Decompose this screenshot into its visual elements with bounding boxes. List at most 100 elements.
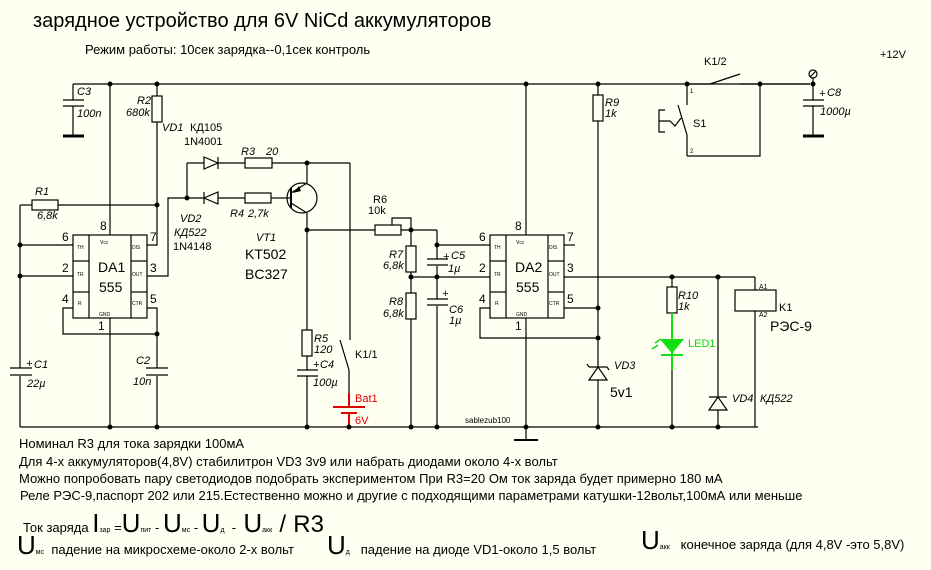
svg-text:DA1: DA1 (98, 259, 125, 275)
svg-text:2: 2 (690, 149, 694, 155)
note-line-1: Номинал R3 для тока зарядки 100мА (19, 436, 245, 451)
resistor-r9: R9 1k (592, 81, 619, 430)
resistor-r7: R7 6,8k (383, 245, 417, 273)
svg-text:20: 20 (265, 146, 279, 158)
svg-text:680k: 680k (126, 107, 150, 119)
svg-text:VT1: VT1 (256, 232, 276, 244)
svg-text:R6: R6 (373, 194, 387, 206)
svg-text:+: + (26, 358, 33, 370)
svg-text:1µ: 1µ (449, 315, 461, 327)
svg-text:K1/1: K1/1 (355, 349, 378, 361)
svg-text:C5: C5 (451, 250, 466, 262)
svg-text:LED1: LED1 (688, 338, 716, 350)
relay-k1-coil: A1 A2 K1 РЭС-9 (734, 277, 812, 427)
svg-text:R3: R3 (241, 146, 256, 158)
svg-text:Vcc: Vcc (100, 240, 109, 246)
svg-text:555: 555 (99, 279, 123, 295)
svg-text:7: 7 (567, 230, 574, 244)
svg-text:TH: TH (77, 245, 84, 251)
svg-text:GND: GND (99, 312, 111, 318)
capacitor-c2: C2 10n (133, 355, 168, 388)
svg-text:1µ: 1µ (448, 263, 460, 275)
svg-text:1000µ: 1000µ (820, 106, 851, 118)
supply-label: +12V (880, 49, 907, 61)
svg-text:6: 6 (479, 230, 486, 244)
svg-text:K1: K1 (779, 302, 792, 314)
ic-da2: TH TR R DIS OUT CTR GND Vcc DA2 555 6 2 … (479, 219, 574, 333)
note-line-4: Реле РЭС-9,паспорт 202 или 215.Естествен… (20, 488, 803, 503)
capacitor-c6: + C6 1µ (427, 288, 464, 327)
note-line-3: Можно попробовать пару светодиодов подоб… (19, 471, 723, 486)
svg-text:5: 5 (150, 292, 157, 306)
svg-text:1k: 1k (678, 301, 690, 313)
resistor-r4: R4 2,7k (230, 192, 287, 220)
relay-contact-k1-1: K1/1 (339, 339, 378, 393)
svg-text:1: 1 (515, 319, 522, 333)
svg-text:Bat1: Bat1 (355, 393, 378, 405)
svg-text:2,7k: 2,7k (247, 208, 269, 220)
svg-text:R: R (495, 301, 499, 307)
svg-text:GND: GND (516, 312, 528, 318)
relay-contact-k1-2: K1/2 (704, 56, 810, 85)
svg-text:1: 1 (98, 319, 105, 333)
svg-text:РЭС-9: РЭС-9 (770, 318, 812, 334)
svg-text:DIS: DIS (132, 245, 141, 251)
svg-text:R2: R2 (137, 95, 151, 107)
diode-vd2: VD2 КД522 1N4148 (173, 191, 245, 253)
svg-text:VD2: VD2 (180, 213, 201, 225)
svg-text:+: + (443, 251, 450, 263)
svg-text:R5: R5 (314, 333, 329, 345)
capacitor-c3: C3 100n (63, 84, 101, 138)
svg-text:2: 2 (62, 261, 69, 275)
legend-d: Uд падение на диоде VD1-около 1,5 вольт (327, 530, 597, 560)
svg-text:BC327: BC327 (245, 266, 288, 282)
svg-text:K1/2: K1/2 (704, 56, 727, 68)
svg-text:R1: R1 (35, 186, 49, 198)
svg-text:6V: 6V (355, 415, 369, 427)
svg-text:5v1: 5v1 (610, 384, 633, 400)
svg-text:6,8k: 6,8k (383, 260, 404, 272)
svg-text:Vcc: Vcc (516, 240, 525, 246)
transistor-vt1: VT1 KT502 BC327 (245, 160, 318, 350)
diode-vd1: VD1 КД105 1N4001 (162, 122, 245, 170)
svg-text:1N4001: 1N4001 (184, 136, 223, 148)
svg-text:6: 6 (62, 230, 69, 244)
legend-ms: Uмс падение на микросхеме-около 2-х воль… (17, 530, 294, 560)
page-title: зарядное устройство для 6V NiCd аккумуля… (33, 10, 492, 32)
svg-text:OUT: OUT (132, 272, 143, 278)
resistor-r8: R8 6,8k (383, 292, 417, 320)
svg-text:+: + (442, 288, 449, 300)
svg-text:DA2: DA2 (515, 259, 542, 275)
capacitor-c8: + C8 1000µ (803, 69, 851, 138)
svg-text:C1: C1 (34, 359, 48, 371)
resistor-r3: R3 20 (241, 146, 350, 169)
svg-text:CTR: CTR (132, 301, 143, 307)
led-led1: LED1 (651, 313, 716, 430)
capacitor-c4: + C4 100µ (297, 356, 338, 430)
svg-text:C2: C2 (136, 355, 150, 367)
svg-text:C4: C4 (320, 359, 334, 371)
diode-vd4: VD4 КД522 (707, 277, 793, 430)
svg-text:4: 4 (479, 292, 486, 306)
author-label: sablezub100 (465, 416, 511, 425)
svg-text:A1: A1 (759, 284, 768, 291)
svg-text:КД105: КД105 (190, 122, 222, 134)
svg-text:120: 120 (314, 344, 333, 356)
svg-text:R: R (78, 301, 82, 307)
svg-text:TR: TR (494, 272, 501, 278)
svg-text:TH: TH (494, 245, 501, 251)
svg-text:CTR: CTR (549, 301, 560, 307)
resistor-r5: R5 120 (301, 329, 333, 357)
zener-vd3: VD3 5v1 (586, 360, 636, 400)
svg-text:R4: R4 (230, 208, 244, 220)
svg-text:R7: R7 (389, 249, 404, 261)
capacitor-c1: + C1 22µ (10, 358, 48, 390)
svg-text:C6: C6 (449, 304, 464, 316)
svg-text:R8: R8 (389, 296, 404, 308)
svg-text:DIS: DIS (549, 245, 558, 251)
svg-text:S1: S1 (693, 118, 706, 130)
formula: Ток заряда Iзар =Uпит - Uмс - Uд - Uакк … (23, 508, 324, 538)
svg-text:+: + (819, 88, 826, 100)
svg-text:2: 2 (479, 261, 486, 275)
